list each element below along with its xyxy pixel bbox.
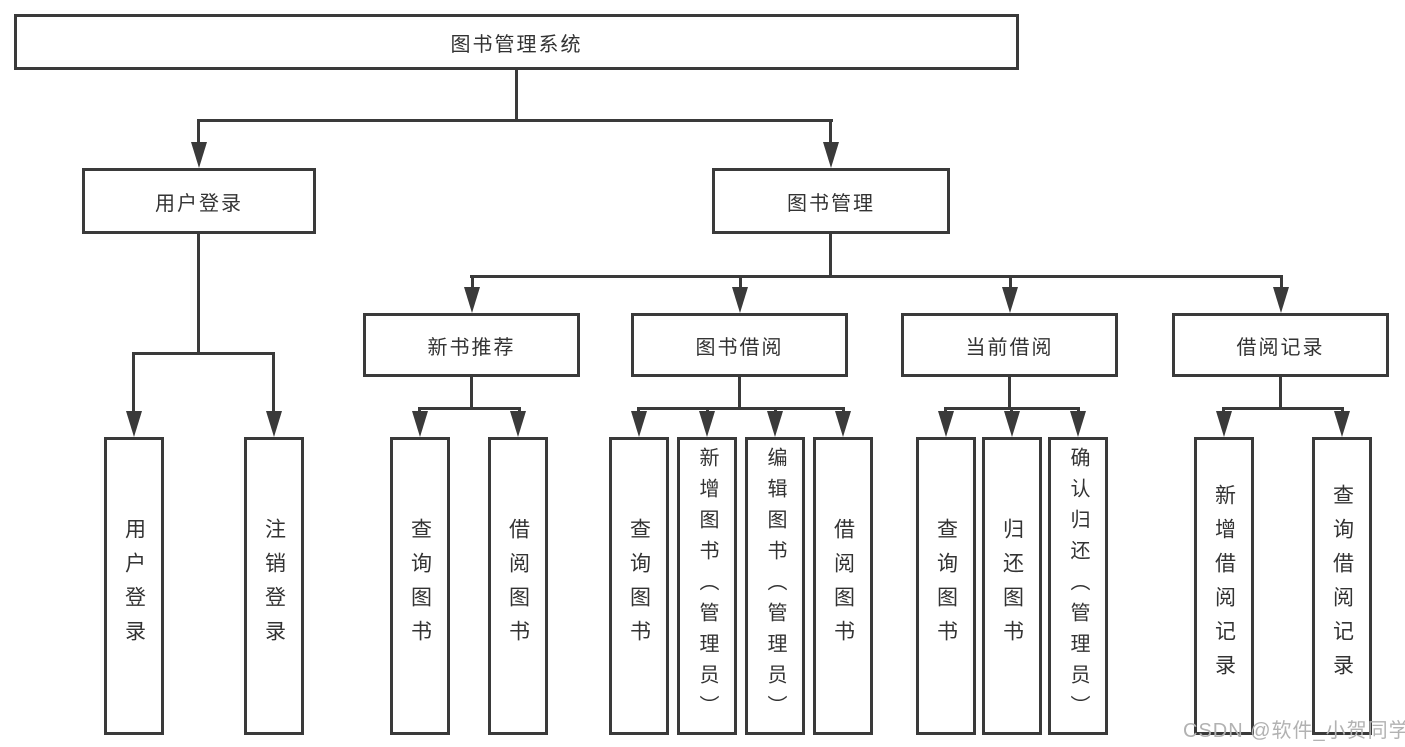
arrow-down-icon [732, 287, 748, 313]
leaf-label: 借阅图书 [831, 518, 855, 654]
leaf-logout: 注销登录 [244, 437, 304, 735]
connector-book-borrow-stem [738, 377, 741, 407]
arrow-down-icon [835, 411, 851, 437]
arrow-down-icon [412, 411, 428, 437]
leaf-borrow-books-2: 借阅图书 [813, 437, 873, 735]
arrow-down-icon [510, 411, 526, 437]
arrow-down-icon [767, 411, 783, 437]
leaf-edit-books-admin: 编辑图书（管理员） [745, 437, 805, 735]
connector-book-mgmt-arm [829, 119, 832, 145]
leaf-label: 编辑图书（管理员） [764, 446, 786, 726]
arrow-down-icon [1273, 287, 1289, 313]
arrow-down-icon [126, 411, 142, 437]
connector-current-borrow-stem [1008, 377, 1011, 407]
leaf-label: 注销登录 [262, 518, 286, 654]
connector-borrow-records-stem [1279, 377, 1282, 407]
connector-new-book-split-bar [418, 407, 521, 410]
leaf-label: 新增借阅记录 [1212, 484, 1236, 688]
leaf-confirm-return-admin: 确认归还（管理员） [1048, 437, 1108, 735]
connector-leaf-arm [272, 352, 275, 412]
csdn-watermark: CSDN @软件_小贺同学 [1183, 720, 1405, 742]
node-borrow-records: 借阅记录 [1172, 313, 1389, 377]
node-user-login: 用户登录 [82, 168, 316, 234]
leaf-query-books-1: 查询图书 [390, 437, 450, 735]
connector-level3-arm [471, 275, 474, 289]
node-library-management-system: 图书管理系统 [14, 14, 1019, 70]
connector-new-book-stem [470, 377, 473, 407]
connector-root-stem [515, 70, 518, 119]
connector-book-mgmt-stem [829, 234, 832, 275]
leaf-label: 用户登录 [122, 518, 146, 654]
connector-level3-arm [1280, 275, 1283, 289]
connector-leaf-arm [132, 352, 135, 412]
arrow-down-icon [631, 411, 647, 437]
leaf-label: 借阅图书 [506, 518, 530, 654]
arrow-down-icon [1070, 411, 1086, 437]
connector-level3-arm [739, 275, 742, 289]
node-new-book-recommend: 新书推荐 [363, 313, 580, 377]
leaf-user-login: 用户登录 [104, 437, 164, 735]
arrow-down-icon [266, 411, 282, 437]
node-book-borrow: 图书借阅 [631, 313, 848, 377]
leaf-label: 查询图书 [934, 518, 958, 654]
leaf-label: 查询图书 [408, 518, 432, 654]
connector-root-split-bar [197, 119, 833, 122]
arrow-down-icon [1004, 411, 1020, 437]
arrow-down-icon [1002, 287, 1018, 313]
leaf-query-borrow-record: 查询借阅记录 [1312, 437, 1372, 735]
connector-user-login-split-bar [132, 352, 275, 355]
leaf-return-books: 归还图书 [982, 437, 1042, 735]
leaf-label: 新增图书（管理员） [696, 446, 718, 726]
leaf-add-books-admin: 新增图书（管理员） [677, 437, 737, 735]
connector-book-borrow-split-bar [637, 407, 845, 410]
leaf-label: 查询借阅记录 [1330, 484, 1354, 688]
arrow-down-icon [1334, 411, 1350, 437]
arrow-down-icon [938, 411, 954, 437]
node-book-management: 图书管理 [712, 168, 950, 234]
leaf-label: 归还图书 [1000, 518, 1024, 654]
node-current-borrow: 当前借阅 [901, 313, 1118, 377]
arrow-down-icon [699, 411, 715, 437]
arrow-down-icon [464, 287, 480, 313]
connector-book-mgmt-split-bar [470, 275, 1283, 278]
connector-level3-arm [1009, 275, 1012, 289]
leaf-label: 查询图书 [627, 518, 651, 654]
leaf-label: 确认归还（管理员） [1067, 446, 1089, 726]
connector-user-login-arm [197, 119, 200, 145]
connector-user-login-stem [197, 234, 200, 352]
leaf-borrow-books-1: 借阅图书 [488, 437, 548, 735]
leaf-add-borrow-record: 新增借阅记录 [1194, 437, 1254, 735]
arrow-down-icon [191, 142, 207, 168]
leaf-query-books-3: 查询图书 [916, 437, 976, 735]
leaf-query-books-2: 查询图书 [609, 437, 669, 735]
arrow-down-icon [823, 142, 839, 168]
connector-borrow-records-split-bar [1222, 407, 1344, 410]
arrow-down-icon [1216, 411, 1232, 437]
